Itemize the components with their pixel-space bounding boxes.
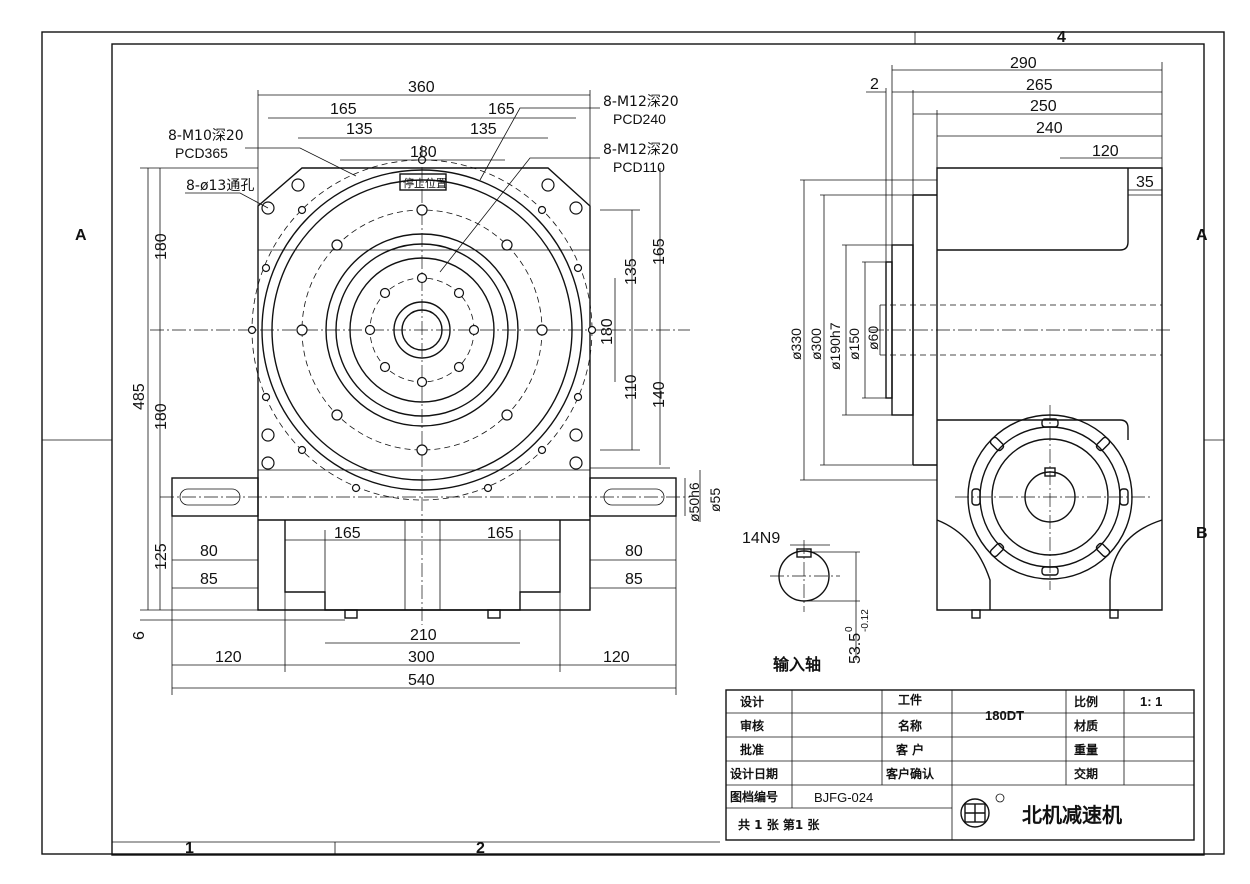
company-name: 北机减速机 bbox=[1022, 803, 1122, 827]
dim-d50h6: ø50h6 bbox=[686, 482, 702, 522]
dim-6: 6 bbox=[131, 631, 148, 640]
tol-upper: 0 bbox=[844, 626, 855, 632]
tb-scale-label: 比例 bbox=[1074, 694, 1098, 709]
dim-dia60: ø60 bbox=[865, 326, 881, 350]
side-view bbox=[800, 62, 1170, 619]
dim-35: 35 bbox=[1136, 174, 1154, 191]
dim-180-lower: 180 bbox=[153, 403, 170, 430]
callout-pcd365: PCD365 bbox=[175, 145, 228, 161]
tol-lower: -0.12 bbox=[860, 609, 871, 632]
dim-dia300: ø300 bbox=[808, 328, 824, 360]
front-view: 停止位置 bbox=[150, 145, 690, 625]
dim-dia330: ø330 bbox=[788, 328, 804, 360]
dim-180-right-v: 180 bbox=[599, 318, 616, 345]
front-dim-text: 360 165 165 135 135 180 180 180 485 125 … bbox=[131, 79, 723, 689]
dim-165-right: 165 bbox=[488, 101, 515, 118]
dim-165-left: 165 bbox=[330, 101, 357, 118]
tb-customer-confirm: 客户确认 bbox=[885, 766, 935, 781]
title-block-text: 设计 审核 批准 设计日期 工件 名称 客 户 客户确认 180DT 比例 1:… bbox=[730, 692, 1162, 832]
dim-180-upper: 180 bbox=[153, 233, 170, 260]
cam-rollers bbox=[971, 418, 1129, 576]
dim-250: 250 bbox=[1030, 98, 1057, 115]
pcd110-holes bbox=[364, 272, 480, 388]
dim-120-left: 120 bbox=[215, 649, 242, 666]
input-shaft-label: 输入轴 bbox=[773, 655, 821, 674]
tb-approve: 批准 bbox=[740, 742, 764, 757]
col-mark-1: 1 bbox=[185, 840, 194, 857]
callout-pcd110: PCD110 bbox=[613, 159, 665, 175]
tb-drawing-no: BJFG-024 bbox=[814, 790, 873, 805]
callout-m10: 8-M10深20 bbox=[168, 128, 244, 144]
pcd240-holes bbox=[296, 204, 548, 456]
title-block bbox=[725, 689, 1195, 841]
callout-thru-holes: 8-ø13通孔 bbox=[186, 178, 254, 194]
company-logo bbox=[960, 793, 1005, 828]
side-housing-outline bbox=[936, 167, 1163, 611]
input-shaft-section: 14N9 53.5 0 -0.12 输入轴 bbox=[742, 530, 871, 674]
dim-485: 485 bbox=[131, 383, 148, 410]
tb-scale-value: 1: 1 bbox=[1140, 694, 1162, 709]
callout-m12-mid: 8-M12深20 bbox=[603, 142, 679, 158]
dim-dia150: ø150 bbox=[846, 328, 862, 360]
dim-290: 290 bbox=[1010, 55, 1037, 72]
dim-120-right: 120 bbox=[603, 649, 630, 666]
dim-85-left: 85 bbox=[200, 571, 218, 588]
thru-holes bbox=[261, 178, 583, 470]
dim-140: 140 bbox=[651, 381, 668, 408]
tb-name: 名称 bbox=[898, 718, 922, 733]
dim-165-right-v: 165 bbox=[651, 238, 668, 265]
dim-80-left: 80 bbox=[200, 543, 218, 560]
dim-135-right-v: 135 bbox=[623, 258, 640, 285]
dim-135-left: 135 bbox=[346, 121, 373, 138]
dim-265: 265 bbox=[1026, 77, 1053, 94]
dim-135-right: 135 bbox=[470, 121, 497, 138]
callout-pcd240: PCD240 bbox=[613, 111, 666, 127]
callout-m12-top: 8-M12深20 bbox=[603, 94, 679, 110]
front-dim-lines bbox=[140, 90, 701, 695]
side-dim-text: 290 2 265 250 240 120 35 ø330 ø300 ø190h… bbox=[788, 55, 1154, 370]
dim-80-right: 80 bbox=[625, 543, 643, 560]
dim-85-right: 85 bbox=[625, 571, 643, 588]
dim-360: 360 bbox=[408, 79, 435, 96]
dim-210: 210 bbox=[410, 627, 437, 644]
col-mark-4: 4 bbox=[1057, 29, 1066, 46]
dim-165-base-left: 165 bbox=[334, 525, 361, 542]
row-mark-a-right: A bbox=[1196, 227, 1208, 244]
dim-540: 540 bbox=[408, 672, 435, 689]
tb-workpiece: 工件 bbox=[898, 692, 922, 707]
dim-dia190h7: ø190h7 bbox=[827, 322, 843, 370]
dim-120-side: 120 bbox=[1092, 143, 1119, 160]
tb-weight: 重量 bbox=[1074, 742, 1098, 757]
row-mark-a-left: A bbox=[75, 227, 87, 244]
dim-125: 125 bbox=[153, 543, 170, 570]
dim-300: 300 bbox=[408, 649, 435, 666]
dim-110: 110 bbox=[623, 374, 640, 400]
dim-240: 240 bbox=[1036, 120, 1063, 137]
tb-material: 材质 bbox=[1073, 718, 1098, 733]
tb-review: 审核 bbox=[740, 718, 764, 733]
dim-d55: ø55 bbox=[707, 488, 723, 512]
tb-design: 设计 bbox=[740, 694, 764, 709]
tb-delivery: 交期 bbox=[1074, 766, 1098, 781]
tb-model: 180DT bbox=[985, 708, 1024, 723]
dim-165-base-right: 165 bbox=[487, 525, 514, 542]
dim-53-5: 53.5 bbox=[847, 633, 864, 664]
dim-2: 2 bbox=[870, 76, 879, 93]
row-mark-b-right: B bbox=[1196, 525, 1208, 542]
key-14n9: 14N9 bbox=[742, 530, 780, 547]
tb-drawing-no-label: 图档编号 bbox=[730, 789, 778, 804]
dim-180-top: 180 bbox=[410, 144, 437, 161]
tb-customer: 客 户 bbox=[895, 742, 924, 757]
pcd365-holes bbox=[247, 155, 597, 493]
tb-design-date: 设计日期 bbox=[730, 766, 778, 781]
stop-position-label: 停止位置 bbox=[403, 176, 447, 190]
tb-sheets: 共 1 张 第1 张 bbox=[738, 817, 820, 832]
col-mark-2: 2 bbox=[476, 840, 485, 857]
sheet-frame bbox=[41, 31, 1225, 856]
